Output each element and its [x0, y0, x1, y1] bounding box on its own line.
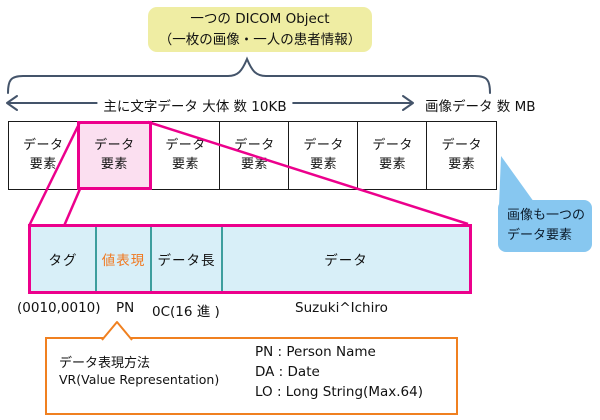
cell-label-line2: 要素 [29, 156, 57, 172]
data-element-detail-box: タグ 値表現 データ長 データ [28, 224, 472, 294]
vr-entry-list: PN : Person Name DA : Date LO : Long Str… [255, 343, 423, 403]
cell-label-line2: 要素 [310, 156, 338, 172]
cell-label-line2: 要素 [100, 156, 128, 172]
vr-box-subtitle: VR(Value Representation) [59, 372, 220, 387]
data-element-row: データ 要素 データ 要素 データ 要素 データ 要素 データ 要素 データ 要… [8, 121, 498, 190]
arrowhead-right-icon [402, 95, 414, 111]
data-element-cell: データ 要素 [8, 121, 79, 190]
cell-label-line1: データ [372, 137, 413, 153]
example-data-value: Suzuki^Ichiro [295, 300, 388, 316]
dicom-object-title-callout: 一つの DICOM Object （一枚の画像・一人の患者情報） [148, 7, 372, 52]
detail-cell-tag: タグ [31, 227, 97, 291]
cell-label-line2: 要素 [379, 156, 407, 172]
cell-label-line1: データ [441, 137, 483, 153]
zoom-line-left-inner [62, 188, 82, 227]
data-element-cell-highlighted: データ 要素 [77, 121, 152, 190]
data-element-cell: データ 要素 [288, 121, 359, 190]
data-element-cell: データ 要素 [150, 121, 221, 190]
vr-entry-da: DA : Date [255, 363, 320, 380]
callout-line1: 画像も一つの [507, 208, 586, 223]
cell-label-line2: 要素 [241, 156, 269, 172]
cell-label-line2: 要素 [171, 156, 199, 172]
top-curly-brace [7, 56, 491, 94]
title-line2: （一枚の画像・一人の患者情報） [158, 31, 362, 48]
detail-cell-data: データ [324, 253, 368, 269]
image-data-element-callout: 画像も一つの データ要素 [498, 200, 592, 252]
cell-label-line1: データ [94, 137, 135, 153]
vr-box-title: データ表現方法 [59, 356, 151, 371]
cell-label-line1: データ [303, 137, 344, 153]
data-element-cell: データ 要素 [426, 121, 498, 190]
text-data-size-label: 主に文字データ 大体 数 10KB [97, 95, 293, 115]
example-tag-value: (0010,0010) [17, 300, 101, 316]
data-element-cell: データ 要素 [219, 121, 290, 190]
example-vr-value: PN [116, 300, 135, 316]
vr-explanation-box: データ表現方法 VR(Value Representation) PN : Pe… [45, 337, 458, 415]
cell-label-line1: データ [165, 137, 206, 153]
detail-cell-value-representation: 値表現 [97, 227, 152, 291]
example-length-value: 0C(16 進 ) [152, 304, 220, 320]
callout-line2: データ要素 [507, 227, 573, 243]
arrowhead-left-icon [6, 95, 18, 111]
data-element-cell: データ 要素 [357, 121, 428, 190]
image-data-size-label: 画像データ 数 MB [425, 99, 536, 115]
cell-label-line1: データ [234, 137, 275, 153]
vr-entry-pn: PN : Person Name [255, 344, 376, 360]
cell-label-line2: 要素 [448, 156, 476, 172]
blue-callout-tail [499, 156, 534, 206]
detail-cell-data-length: データ長 [152, 227, 223, 291]
title-line1: 一つの DICOM Object [190, 10, 330, 27]
cell-label-line1: データ [23, 137, 64, 153]
vr-entry-lo: LO : Long String(Max.64) [255, 383, 423, 400]
